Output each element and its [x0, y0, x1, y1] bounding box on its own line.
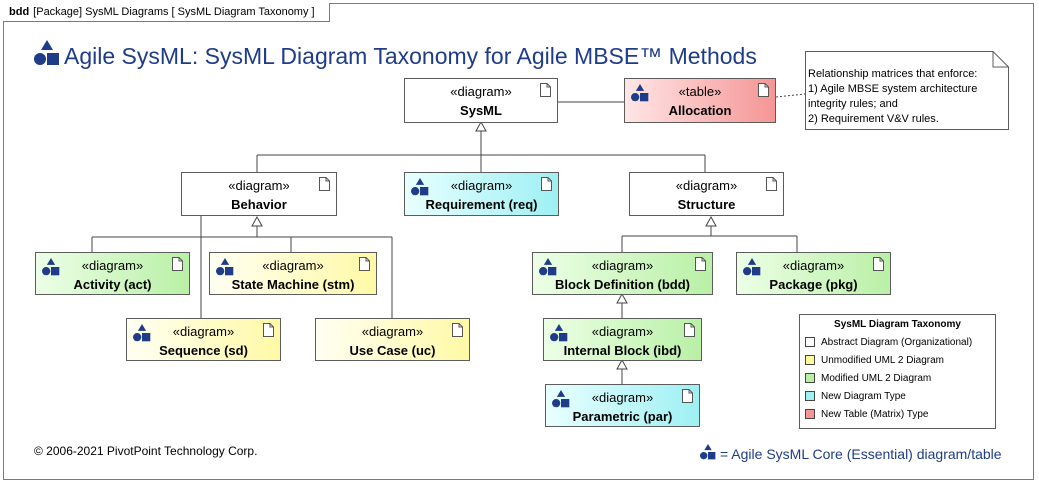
legend-label: Unmodified UML 2 Diagram — [821, 355, 945, 366]
sysml-diagram-box[interactable]: «diagram» SysML — [404, 78, 558, 123]
legend-item: Abstract Diagram (Organizational) — [805, 337, 972, 349]
node-name: Allocation — [668, 103, 732, 118]
legend-swatch — [805, 373, 815, 384]
allocation-table-box[interactable]: «table» Allocation — [624, 78, 776, 123]
node-name: Activity (act) — [73, 277, 152, 292]
document-icon — [682, 389, 693, 403]
legend-item: Unmodified UML 2 Diagram — [805, 355, 944, 367]
stereotype-label: «diagram» — [675, 178, 738, 193]
document-icon — [263, 323, 274, 337]
node-name: Sequence (sd) — [159, 343, 248, 358]
legend-swatch — [805, 391, 815, 402]
document-icon — [319, 177, 330, 191]
stereotype-label: «diagram» — [591, 390, 654, 405]
node-name: SysML — [460, 103, 502, 118]
diagram-title: Agile SysML: SysML Diagram Taxonomy for … — [34, 40, 757, 72]
agile-sysml-core-icon — [631, 84, 649, 105]
stereotype-label: «diagram» — [172, 324, 235, 339]
core-legend-note: = Agile SysML Core (Essential) diagram/t… — [700, 444, 1002, 463]
stereotype-label: «diagram» — [81, 258, 144, 273]
frame-header: bdd[Package] SysML Diagrams [ SysML Diag… — [3, 3, 330, 22]
legend-box: SysML Diagram Taxonomy Abstract Diagram … — [799, 314, 996, 429]
document-icon — [359, 257, 370, 271]
behavior-diagram-box[interactable]: «diagram» Behavior — [181, 172, 337, 216]
document-icon — [452, 323, 463, 337]
core-note-text: = Agile SysML Core (Essential) diagram/t… — [720, 445, 1002, 462]
node-name: Behavior — [231, 197, 287, 212]
document-icon — [541, 177, 552, 191]
note-box — [805, 51, 1009, 130]
document-icon — [758, 83, 769, 97]
document-icon — [873, 257, 884, 271]
agile-sysml-core-icon — [743, 258, 761, 279]
internal-block-diagram-box[interactable]: «diagram» Internal Block (ibd) — [543, 318, 702, 361]
structure-diagram-box[interactable]: «diagram» Structure — [629, 172, 784, 216]
agile-sysml-core-icon — [216, 258, 234, 279]
document-icon — [695, 257, 706, 271]
agile-sysml-core-icon — [539, 258, 557, 279]
agile-sysml-core-icon — [42, 258, 60, 279]
stereotype-label: «diagram» — [782, 258, 845, 273]
node-name: Use Case (uc) — [349, 343, 436, 358]
frame-label: [Package] SysML Diagrams [ SysML Diagram… — [33, 6, 315, 18]
stereotype-label: «diagram» — [228, 178, 290, 193]
agile-sysml-core-icon — [34, 40, 60, 72]
copyright-text: © 2006-2021 PivotPoint Technology Corp. — [34, 444, 258, 458]
document-icon — [540, 83, 551, 97]
block-definition-diagram-box[interactable]: «diagram» Block Definition (bdd) — [532, 252, 713, 295]
document-icon — [766, 177, 777, 191]
node-name: Structure — [677, 197, 736, 212]
agile-sysml-core-icon — [552, 390, 570, 411]
package-diagram-box[interactable]: «diagram» Package (pkg) — [736, 252, 891, 295]
stereotype-label: «diagram» — [361, 324, 424, 339]
stereotype-label: «diagram» — [591, 258, 654, 273]
legend-item: Modified UML 2 Diagram — [805, 373, 931, 385]
agile-sysml-core-icon — [411, 178, 429, 199]
diagram-title-text: Agile SysML: SysML Diagram Taxonomy for … — [64, 42, 757, 69]
stereotype-label: «table» — [678, 84, 722, 99]
node-name: Package (pkg) — [769, 277, 858, 292]
legend-item: New Table (Matrix) Type — [805, 409, 928, 421]
legend-swatch — [805, 409, 815, 420]
activity-diagram-box[interactable]: «diagram» Activity (act) — [35, 252, 190, 295]
requirement-diagram-box[interactable]: «diagram» Requirement (req) — [404, 172, 559, 216]
document-icon — [172, 257, 183, 271]
node-name: Parametric (par) — [572, 409, 673, 424]
node-name: Requirement (req) — [425, 197, 538, 212]
agile-sysml-core-icon — [700, 444, 716, 463]
agile-sysml-core-icon — [550, 324, 568, 345]
stereotype-label: «diagram» — [450, 178, 513, 193]
frame-kind: bdd — [9, 6, 30, 18]
legend-label: Modified UML 2 Diagram — [821, 373, 932, 384]
node-name: Internal Block (ibd) — [563, 343, 682, 358]
sequence-diagram-box[interactable]: «diagram» Sequence (sd) — [126, 318, 281, 361]
node-name: State Machine (stm) — [231, 277, 355, 292]
legend-title: SysML Diagram Taxonomy — [834, 319, 961, 330]
legend-item: New Diagram Type — [805, 391, 906, 403]
stereotype-label: «diagram» — [591, 324, 654, 339]
node-name: Block Definition (bdd) — [554, 277, 691, 292]
state-machine-diagram-box[interactable]: «diagram» State Machine (stm) — [209, 252, 377, 295]
legend-label: New Table (Matrix) Type — [821, 409, 929, 420]
agile-sysml-core-icon — [133, 324, 151, 345]
legend-label: Abstract Diagram (Organizational) — [821, 337, 973, 348]
legend-swatch — [805, 337, 815, 348]
stereotype-label: «diagram» — [450, 84, 512, 99]
note-text: Relationship matrices that enforce: 1) A… — [808, 68, 978, 125]
legend-label: New Diagram Type — [821, 391, 906, 402]
use-case-diagram-box[interactable]: «diagram» Use Case (uc) — [315, 318, 470, 361]
document-icon — [684, 323, 695, 337]
legend-swatch — [805, 355, 815, 366]
stereotype-label: «diagram» — [262, 258, 324, 273]
parametric-diagram-box[interactable]: «diagram» Parametric (par) — [545, 384, 700, 427]
